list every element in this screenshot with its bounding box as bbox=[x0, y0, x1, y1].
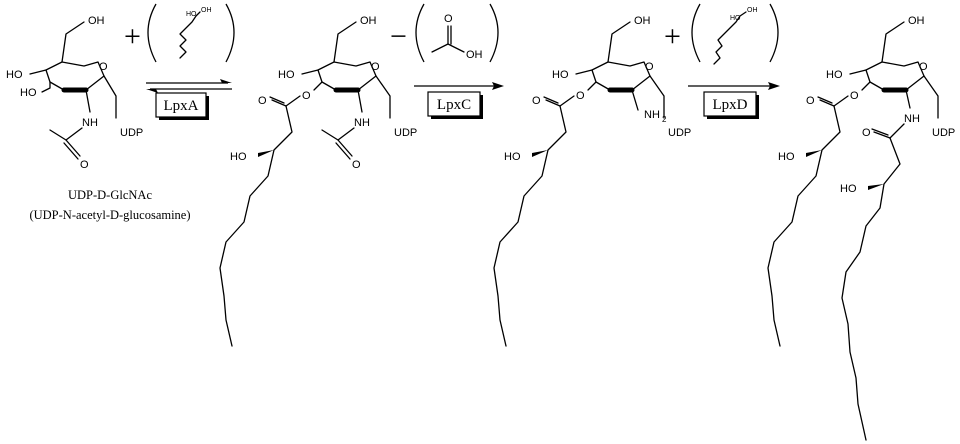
equilibrium-arrow bbox=[146, 79, 232, 93]
reaction-arrow-2 bbox=[414, 82, 504, 90]
oh-label: OH bbox=[634, 15, 651, 27]
enzyme-label-lpxd: LpxD bbox=[713, 97, 748, 113]
nh2-label: NH bbox=[644, 109, 660, 121]
nh-label: NH bbox=[354, 117, 370, 129]
plus-sign: + bbox=[664, 20, 681, 53]
close-paren bbox=[769, 3, 779, 63]
amide-oxygen-label: O bbox=[862, 127, 871, 139]
ester-oxygen-label: O bbox=[302, 90, 311, 102]
udp-label: UDP bbox=[932, 127, 955, 139]
carbonyl-oxygen-label: O bbox=[258, 95, 267, 107]
oh-label: OH bbox=[88, 15, 105, 27]
reagent-acetate: − O OH bbox=[390, 3, 499, 63]
plus-sign: + bbox=[124, 20, 141, 53]
open-paren bbox=[415, 3, 425, 63]
udp-label: UDP bbox=[668, 127, 691, 139]
oh-label: OH bbox=[466, 49, 483, 61]
enzyme-label-lpxc: LpxC bbox=[437, 97, 471, 113]
ho-label: HO bbox=[6, 69, 23, 81]
ho-label: HO bbox=[20, 87, 37, 99]
o-label: O bbox=[444, 13, 453, 25]
open-paren bbox=[691, 3, 701, 63]
enzyme-box-lpxc: LpxC bbox=[427, 91, 483, 119]
reagent-hydroxy-acyl-1: + OH HO bbox=[124, 3, 235, 63]
molecule-udp-glcnac: OH HO HO O NH O UDP bbox=[6, 15, 143, 171]
o-label: O bbox=[80, 159, 89, 171]
ring-oxygen-label: O bbox=[645, 61, 654, 73]
close-paren bbox=[225, 3, 235, 63]
reaction-arrow-3 bbox=[688, 82, 780, 90]
ring-oxygen-label: O bbox=[371, 61, 380, 73]
oh-label: OH bbox=[360, 15, 377, 27]
ho-label: HO bbox=[826, 69, 843, 81]
nh2-subscript: 2 bbox=[662, 115, 667, 124]
o-label: O bbox=[352, 159, 361, 171]
caption-line1: UDP-D-GlcNAc bbox=[68, 188, 152, 202]
udp-label: UDP bbox=[394, 127, 417, 139]
ho-label: HO bbox=[778, 151, 795, 163]
ho-label: HO bbox=[552, 69, 569, 81]
molecule-acyl-glucosamine: OH HO O O O HO NH 2 UDP bbox=[493, 15, 691, 347]
open-paren bbox=[147, 3, 157, 63]
enzyme-box-lpxa: LpxA bbox=[155, 92, 209, 120]
ho-label: HO bbox=[504, 151, 521, 163]
reagent-hydroxy-acyl-2: + OH HO bbox=[664, 3, 779, 65]
small-ho-label: HO bbox=[730, 15, 741, 22]
udp-label: UDP bbox=[120, 127, 143, 139]
small-ho-label: HO bbox=[186, 11, 197, 18]
oh-label: OH bbox=[908, 15, 925, 27]
small-oh-label: OH bbox=[201, 7, 212, 14]
enzyme-box-lpxd: LpxD bbox=[703, 91, 759, 119]
nh-label: NH bbox=[82, 117, 98, 129]
ho-label: HO bbox=[278, 69, 295, 81]
nh-label: NH bbox=[904, 113, 920, 125]
ring-oxygen-label: O bbox=[919, 61, 928, 73]
ester-oxygen-label: O bbox=[850, 90, 859, 102]
molecule-acyl-glcnac: OH HO O O O HO NH O UDP bbox=[219, 15, 417, 347]
carbonyl-oxygen-label: O bbox=[532, 95, 541, 107]
caption-line2: (UDP-N-acetyl-D-glucosamine) bbox=[29, 208, 190, 222]
small-oh-label: OH bbox=[747, 7, 758, 14]
close-paren bbox=[489, 3, 499, 63]
ester-oxygen-label: O bbox=[576, 90, 585, 102]
molecule-diacyl-glucosamine: OH HO O O O HO NH O HO UDP bbox=[767, 15, 955, 441]
carbonyl-oxygen-label: O bbox=[806, 95, 815, 107]
ring-oxygen-label: O bbox=[99, 61, 108, 73]
minus-sign: − bbox=[390, 20, 407, 53]
enzyme-label-lpxa: LpxA bbox=[164, 98, 199, 114]
ho-label: HO bbox=[230, 151, 247, 163]
ho-label: HO bbox=[840, 183, 857, 195]
